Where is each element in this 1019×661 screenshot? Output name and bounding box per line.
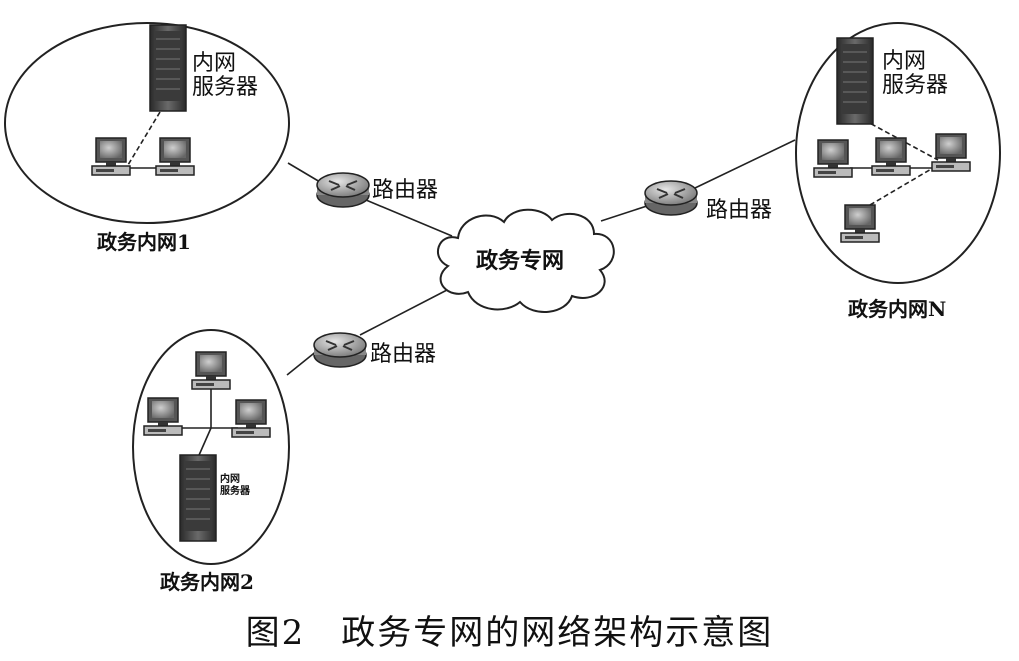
- intranet-n-pc-icon: [871, 137, 911, 176]
- intranet-n-boundary: [795, 22, 1001, 284]
- intranet-1-boundary: [4, 22, 290, 224]
- intranet-2-boundary: [132, 329, 290, 565]
- intranet-n-pc-icon: [813, 139, 853, 178]
- figure-caption: 图2 政务专网的网络架构示意图: [245, 613, 774, 653]
- router-icon: [313, 332, 367, 368]
- intranet-1-label: 政务内网1: [97, 230, 191, 254]
- intranet-2-server-label: 内网 服务器: [220, 474, 250, 498]
- server-label-line: 内网: [220, 474, 240, 485]
- intranet-2-label: 政务内网2: [160, 570, 254, 594]
- router-label: 路由器: [372, 178, 439, 203]
- link-cloud-routerN: [600, 204, 651, 222]
- intranet-1: [4, 22, 290, 224]
- intranet-2-pc-icon: [143, 397, 183, 436]
- network-diagram: [4, 22, 1001, 565]
- link-router2-net2: [286, 349, 319, 376]
- server-label-line: 服务器: [192, 75, 259, 100]
- link-routerN-netN: [694, 139, 796, 189]
- router-icon: [644, 180, 698, 216]
- intranet-n-label: 政务内网N: [848, 297, 947, 321]
- server-label-line: 内网: [882, 49, 927, 74]
- intranet-n: [795, 22, 1001, 284]
- router-icon: [316, 172, 370, 208]
- private-network-label: 政务专网: [476, 248, 565, 274]
- router-label: 路由器: [706, 198, 773, 223]
- connection-lines: [286, 139, 796, 376]
- link-cloud-router2: [359, 289, 448, 336]
- intranet-1-pc-icon: [155, 137, 195, 176]
- server-label-line: 服务器: [220, 486, 250, 497]
- intranet-2-pc-icon: [191, 351, 231, 390]
- server-label-line: 服务器: [882, 73, 949, 98]
- intranet-1-server-icon: [149, 24, 187, 112]
- intranet-2-links: [170, 385, 238, 463]
- link-net1-router1: [287, 162, 321, 183]
- intranet-2-pc-icon: [231, 399, 271, 438]
- intranet-n-pc-icon: [931, 133, 971, 172]
- intranet-2-server-icon: [179, 454, 217, 542]
- server-label-line: 内网: [192, 51, 237, 76]
- intranet-1-pc-icon: [91, 137, 131, 176]
- intranet-1-links: [125, 111, 161, 169]
- intranet-n-pc-icon: [840, 204, 880, 243]
- router-label: 路由器: [370, 342, 437, 367]
- intranet-2: [132, 329, 290, 565]
- intranet-n-server-label: 内网 服务器: [882, 50, 948, 98]
- intranet-n-server-icon: [836, 37, 874, 125]
- link-router1-cloud: [365, 199, 453, 237]
- intranet-1-server-label: 内网 服务器: [192, 52, 258, 100]
- cloud-shape: [437, 208, 615, 314]
